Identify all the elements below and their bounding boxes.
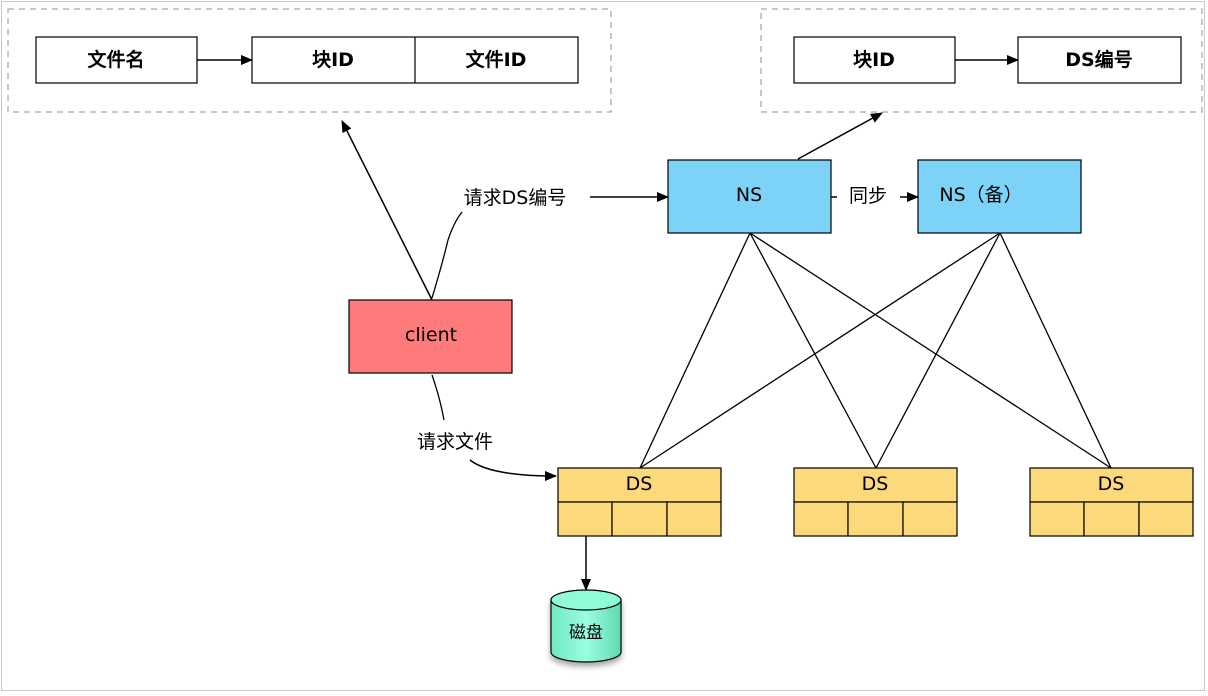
fileid-label: 文件ID <box>466 48 527 71</box>
ds-label-3: DS <box>1098 473 1125 495</box>
ns-backup-node: NS（备） <box>917 159 1082 234</box>
ds-node-2: DS <box>793 467 958 537</box>
ns-backup-label: NS（备） <box>939 184 1022 206</box>
client-to-request-file-connector <box>431 374 445 421</box>
filename-box: 文件名 <box>35 36 198 84</box>
request-file-arrow <box>469 459 557 481</box>
ns-label: NS <box>736 184 762 206</box>
ns-to-right-mapping-arrow <box>797 112 883 160</box>
request-file-label: 请求文件 <box>417 431 493 453</box>
right-blockid-box: 块ID <box>793 36 956 84</box>
blockid-fileid-box: 块ID 文件ID <box>251 36 579 84</box>
dsnumber-label: DS编号 <box>1065 48 1132 71</box>
client-node: client <box>348 299 513 374</box>
sync-label: 同步 <box>849 185 887 207</box>
disk-node <box>550 589 622 663</box>
request-ds-number-label: 请求DS编号 <box>464 187 567 209</box>
client-to-left-mapping-arrow <box>341 120 433 301</box>
disk-label: 磁盘 <box>569 623 603 643</box>
ns-ds-links <box>639 232 1112 469</box>
filename-label: 文件名 <box>87 48 144 71</box>
client-label: client <box>405 324 457 346</box>
ds-node-3: DS <box>1029 467 1194 537</box>
right-mapping-group <box>760 8 1203 113</box>
right-blockid-label: 块ID <box>853 49 895 71</box>
ds-label-2: DS <box>862 473 889 495</box>
ds-label-1: DS <box>626 473 653 495</box>
left-mapping-group <box>7 8 612 113</box>
client-to-request-ds-connector <box>431 211 463 299</box>
dsnumber-box: DS编号 <box>1017 36 1182 84</box>
ns-node: NS <box>667 159 832 234</box>
left-blockid-label: 块ID <box>312 49 354 71</box>
ds-node-1: DS <box>557 467 722 537</box>
